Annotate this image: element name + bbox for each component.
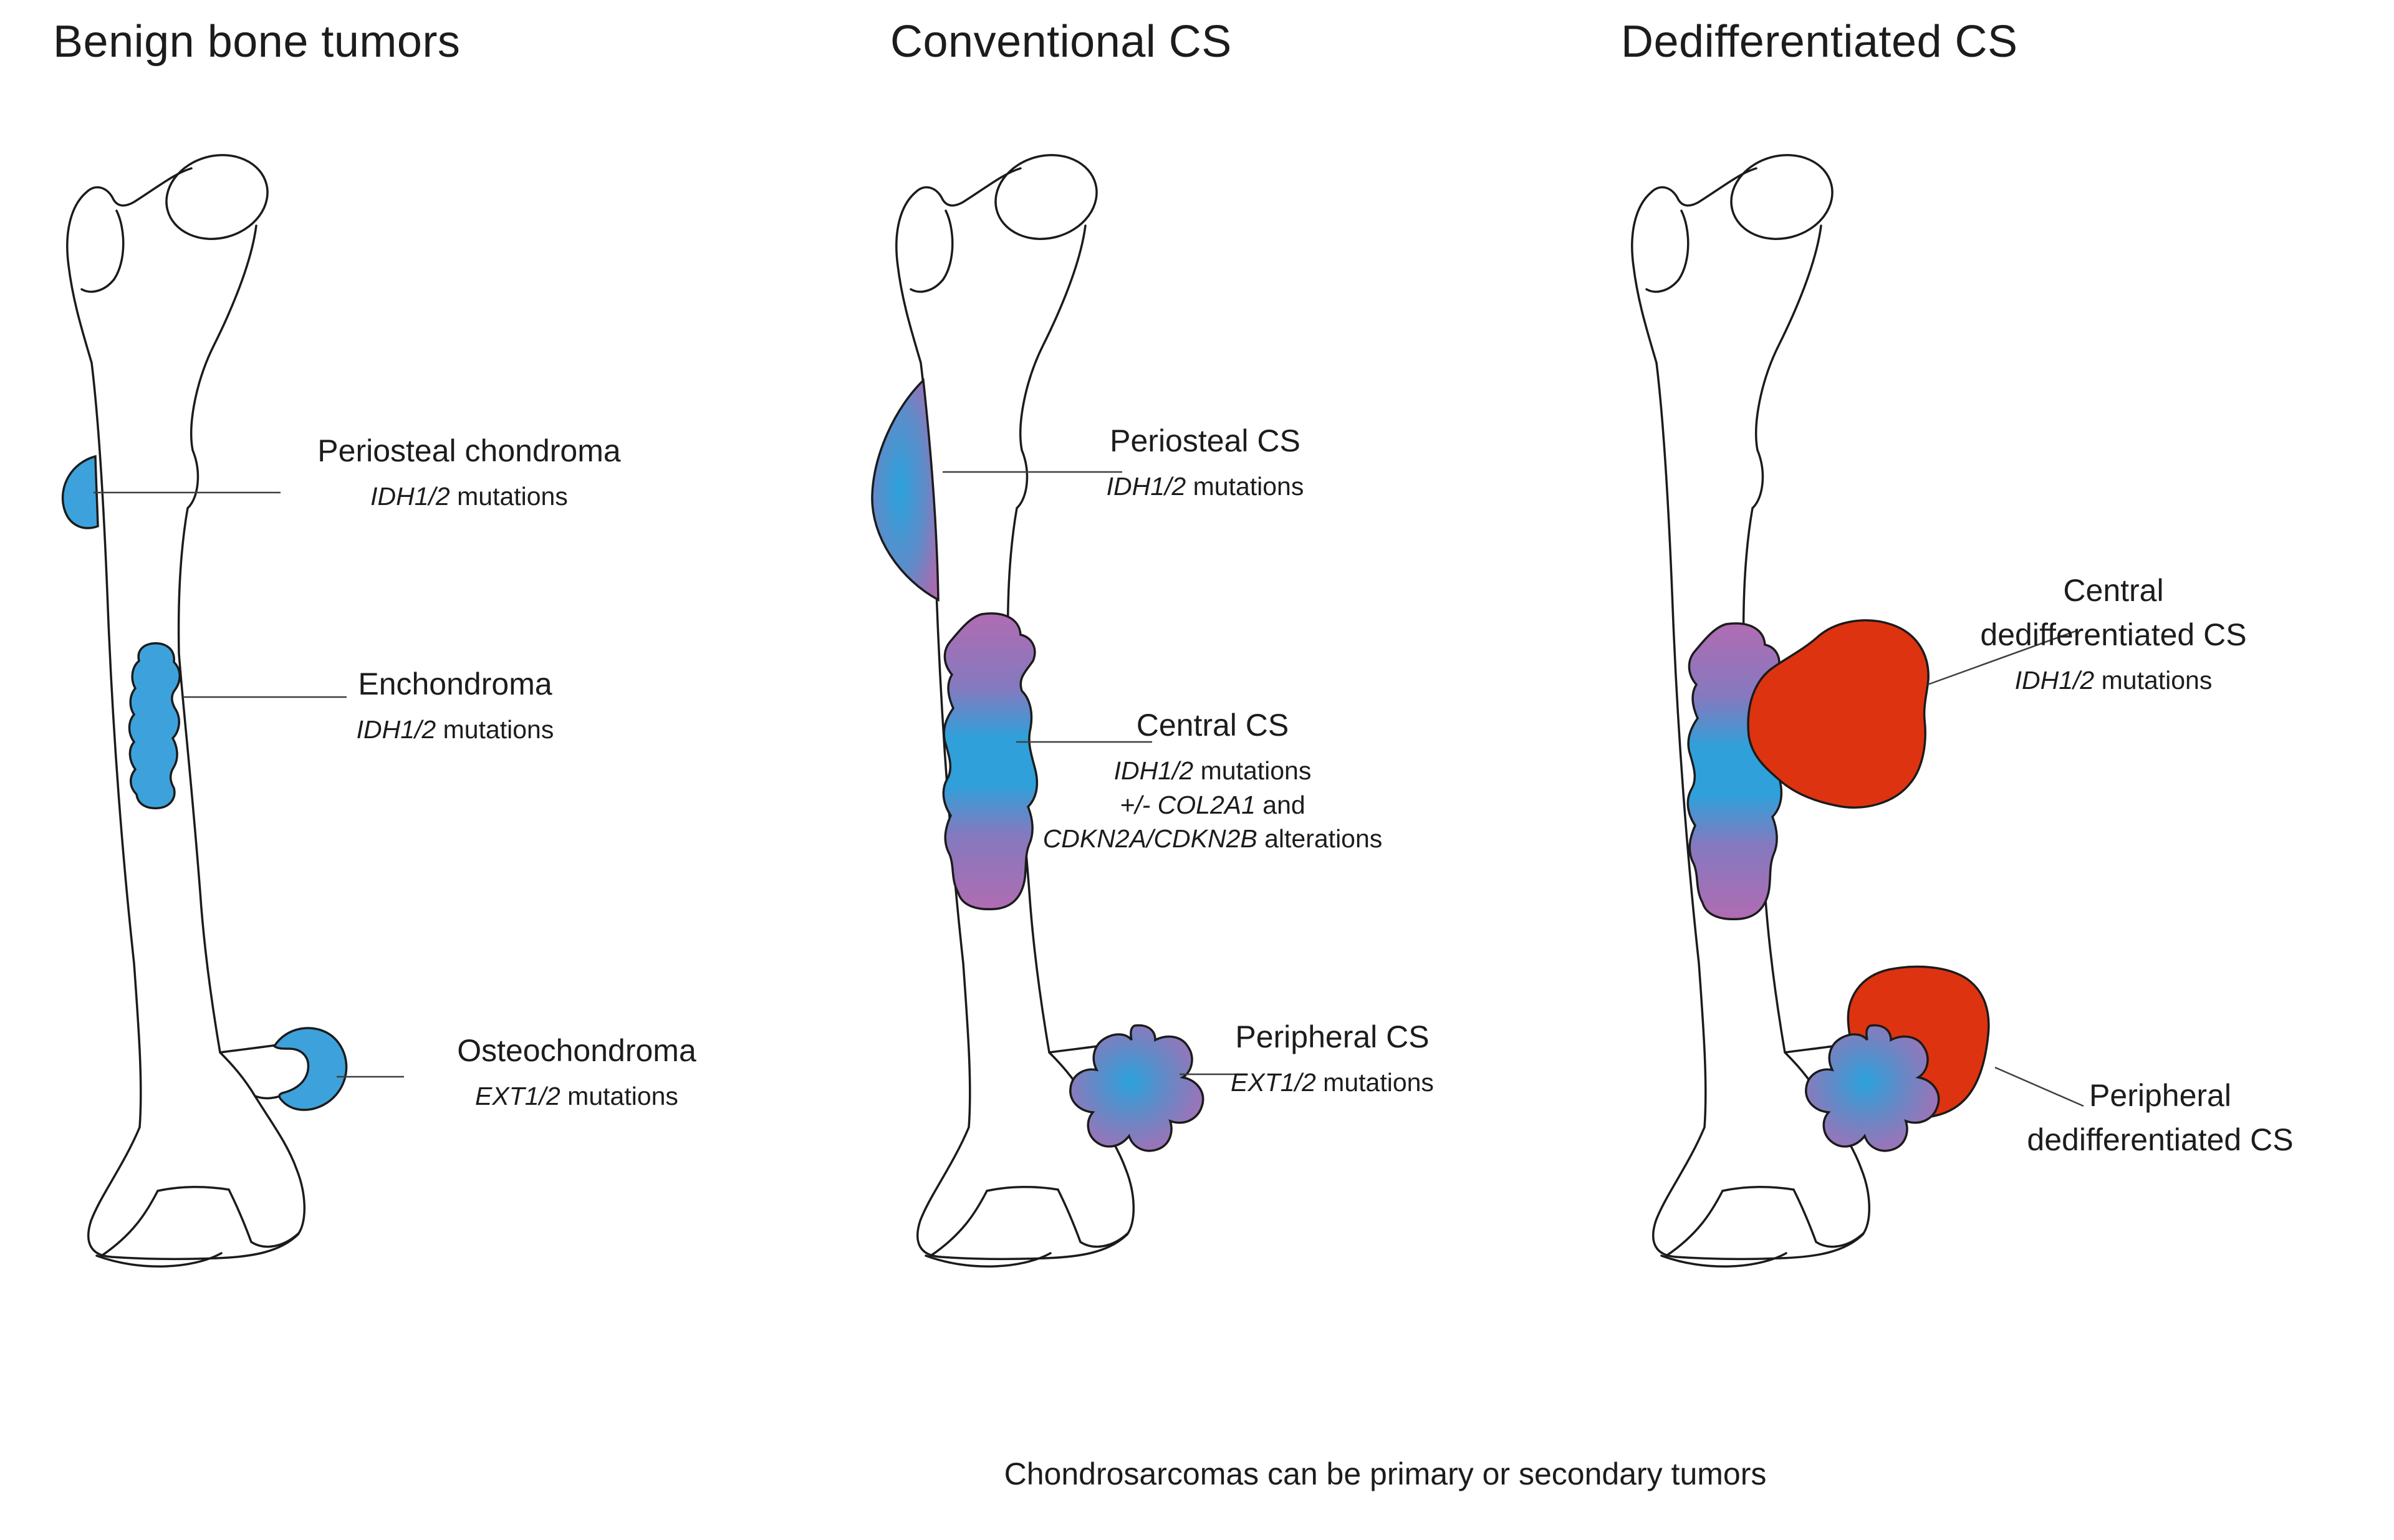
- label-central-cs: Central CS IDH1/2 mutations +/- COL2A1 a…: [994, 703, 1431, 856]
- label-periosteal-chondroma: Periosteal chondroma IDH1/2 mutations: [246, 429, 692, 514]
- benign-bone-group: [61, 143, 348, 1268]
- tumor-mutation: IDH1/2 mutations: [356, 715, 554, 744]
- leader-peripheral-dediff: [1994, 1066, 2084, 1107]
- tumor-mutation: IDH1/2 mutations: [2014, 666, 2213, 695]
- tumor-mutation-1: IDH1/2 mutations: [1113, 756, 1312, 785]
- conventional-cs-group: [871, 143, 1204, 1268]
- tumor-name: Periosteal CS: [1110, 423, 1300, 458]
- label-osteochondroma: Osteochondroma EXT1/2 mutations: [390, 1029, 764, 1114]
- central-dediff-red-tumor: [1747, 619, 1930, 809]
- tumor-mutation: IDH1/2 mutations: [1106, 472, 1304, 501]
- dedifferentiated-cs-group: [1631, 143, 1990, 1268]
- tumor-mutation: IDH1/2 mutations: [370, 482, 568, 511]
- header-benign-bone-tumors: Benign bone tumors: [53, 17, 461, 67]
- leader-central-dediff: [1927, 630, 2077, 686]
- tumor-name-line2: dedifferentiated CS: [1980, 617, 2247, 652]
- tumor-name-line1: Peripheral: [2089, 1078, 2231, 1113]
- tumor-name-line1: Central: [2063, 573, 2164, 608]
- tumor-mutation-2: +/- COL2A1 and: [1120, 790, 1305, 819]
- tumor-mutation-3: CDKN2A/CDKN2B alterations: [1042, 824, 1383, 854]
- label-enchondroma: Enchondroma IDH1/2 mutations: [268, 662, 642, 747]
- header-conventional-cs: Conventional CS: [890, 17, 1232, 67]
- tumor-name: Enchondroma: [358, 667, 552, 701]
- leader-lines: [94, 471, 2084, 1107]
- tumor-name: Peripheral CS: [1235, 1019, 1430, 1054]
- header-dedifferentiated-cs: Dedifferentiated CS: [1621, 17, 2018, 67]
- figure-caption: Chondrosarcomas can be primary or second…: [1004, 1456, 1767, 1491]
- tumor-mutation: EXT1/2 mutations: [475, 1082, 678, 1110]
- osteochondroma-tumor: [272, 1027, 348, 1111]
- label-peripheral-cs: Peripheral CS EXT1/2 mutations: [1145, 1015, 1519, 1100]
- tumor-mutation: EXT1/2 mutations: [1231, 1068, 1434, 1097]
- label-periosteal-cs: Periosteal CS IDH1/2 mutations: [1018, 419, 1392, 504]
- tumor-name: Central CS: [1136, 708, 1289, 743]
- central-dediff-chondroid-tumor: [1686, 622, 1783, 921]
- label-peripheral-dedifferentiated-cs: Peripheral dedifferentiated CS: [1958, 1074, 2363, 1162]
- tumor-name: Osteochondroma: [457, 1033, 696, 1068]
- tumor-name: Periosteal chondroma: [317, 433, 621, 468]
- label-central-dedifferentiated-cs: Central dedifferentiated CS IDH1/2 mutat…: [1911, 569, 2316, 698]
- peripheral-dediff-chondroid-tumor: [1805, 1024, 1940, 1152]
- enchondroma-tumor: [128, 642, 181, 810]
- periosteal-chondroma-tumor: [61, 455, 99, 529]
- tumor-name-line2: dedifferentiated CS: [2027, 1122, 2294, 1157]
- periosteal-cs-tumor: [871, 378, 940, 602]
